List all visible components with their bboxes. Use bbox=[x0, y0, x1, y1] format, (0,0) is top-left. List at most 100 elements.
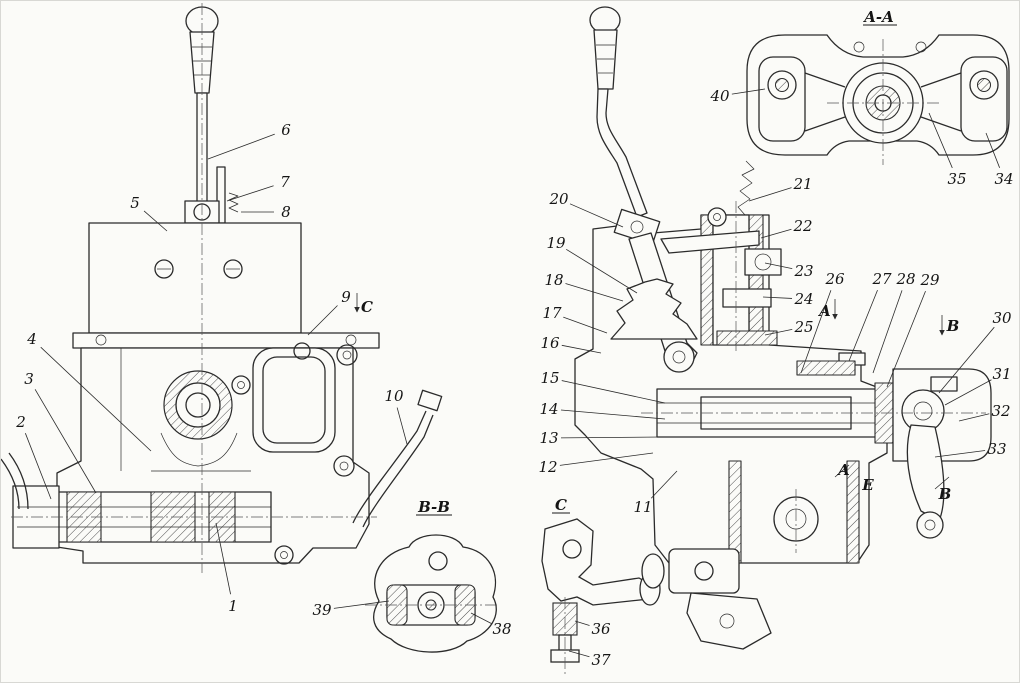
callout-label-8: 8 bbox=[281, 203, 291, 221]
callout-leader-5 bbox=[143, 210, 168, 232]
callout-label-32: 32 bbox=[991, 402, 1010, 420]
callout-leader-14 bbox=[560, 409, 666, 420]
callout-leader-15 bbox=[561, 380, 666, 404]
callout-leader-31 bbox=[944, 379, 992, 406]
callout-label-11: 11 bbox=[633, 498, 652, 516]
callout-leader-16 bbox=[561, 344, 602, 354]
gasket bbox=[716, 330, 778, 346]
callout-label-29: 29 bbox=[919, 271, 940, 289]
callout-label-3: 3 bbox=[24, 370, 34, 388]
side-bolt bbox=[744, 248, 782, 276]
rubber-boot bbox=[610, 278, 698, 340]
section-c-view bbox=[541, 512, 661, 675]
callout-label-9: 9 bbox=[341, 288, 351, 306]
drop-arm bbox=[906, 424, 945, 522]
callout-leader-18 bbox=[565, 283, 624, 302]
callout-leader-24 bbox=[762, 296, 793, 299]
callout-leader-19 bbox=[566, 248, 638, 294]
callout-label-2: 2 bbox=[15, 413, 26, 431]
callout-label-33: 33 bbox=[987, 440, 1006, 458]
section-aa-view bbox=[746, 24, 1010, 165]
cover-bolt bbox=[154, 259, 174, 279]
lower-linkage bbox=[641, 548, 772, 650]
callout-leader-2 bbox=[24, 433, 52, 500]
callout-label-39: 39 bbox=[312, 601, 332, 619]
callout-leader-36 bbox=[574, 620, 590, 626]
lever-knob bbox=[589, 6, 621, 34]
section-label-bb: B-B bbox=[417, 498, 450, 516]
callout-leader-22 bbox=[760, 228, 792, 239]
callout-label-17: 17 bbox=[542, 304, 562, 322]
callout-label-18: 18 bbox=[544, 271, 563, 289]
callout-leader-17 bbox=[563, 316, 608, 334]
callout-leader-25 bbox=[764, 329, 793, 336]
callout-label-16: 16 bbox=[540, 334, 560, 352]
section-a-tick bbox=[834, 464, 850, 478]
callout-label-12: 12 bbox=[538, 458, 557, 476]
tube-fitting bbox=[417, 389, 443, 412]
arm-pivot bbox=[707, 207, 727, 227]
arm-eye bbox=[916, 511, 944, 539]
callout-leader-28 bbox=[872, 290, 903, 374]
callout-label-26: 26 bbox=[824, 270, 845, 288]
left-pipe bbox=[1, 452, 29, 510]
callout-leader-40 bbox=[731, 88, 766, 95]
return-spring bbox=[737, 160, 755, 216]
callout-label-7: 7 bbox=[280, 173, 290, 191]
lever-grip bbox=[593, 29, 618, 90]
callout-label-28: 28 bbox=[895, 270, 915, 288]
callout-leader-10 bbox=[396, 407, 408, 445]
callout-leader-11 bbox=[650, 470, 678, 499]
spacer-plate bbox=[722, 288, 772, 308]
section-label-b-cut-bottom: B bbox=[938, 485, 952, 503]
section-label-b-cut-top: B bbox=[946, 317, 960, 335]
callout-label-24: 24 bbox=[793, 290, 813, 308]
section-label-e-label: E bbox=[861, 476, 874, 494]
callout-label-36: 36 bbox=[591, 620, 611, 638]
section-bb-view bbox=[365, 514, 499, 653]
callout-leader-3 bbox=[34, 389, 97, 494]
callout-label-22: 22 bbox=[792, 217, 812, 235]
callout-leader-35 bbox=[928, 112, 953, 169]
lever-bent-rod bbox=[596, 88, 648, 218]
oil-tube bbox=[352, 389, 443, 528]
callout-label-25: 25 bbox=[793, 318, 813, 336]
callout-leader-21 bbox=[748, 187, 792, 202]
retaining-spring bbox=[228, 192, 239, 213]
drop-arm-assembly bbox=[892, 368, 992, 539]
callout-label-23: 23 bbox=[793, 262, 813, 280]
callout-label-37: 37 bbox=[591, 651, 611, 669]
section-label-aa: A-A bbox=[862, 8, 894, 26]
callout-leader-39 bbox=[333, 600, 390, 609]
callout-leader-29 bbox=[886, 290, 926, 388]
callout-label-14: 14 bbox=[539, 400, 558, 418]
callout-leader-32 bbox=[958, 413, 990, 422]
housing-bolt bbox=[293, 342, 311, 360]
section-label-c-arrow: C bbox=[361, 298, 373, 316]
housing-bolt bbox=[274, 545, 294, 565]
link-bracket bbox=[668, 548, 740, 594]
section-label-a-cut-bottom: A bbox=[836, 461, 850, 479]
callout-leader-20 bbox=[569, 203, 624, 228]
callout-label-35: 35 bbox=[947, 170, 966, 188]
callout-label-38: 38 bbox=[492, 620, 511, 638]
section-label-c-view: C bbox=[555, 496, 567, 514]
callout-label-30: 30 bbox=[992, 309, 1012, 327]
callout-label-20: 20 bbox=[548, 190, 569, 208]
callout-leader-27 bbox=[848, 289, 878, 362]
lower-chamber bbox=[728, 460, 860, 564]
housing-bolt bbox=[231, 375, 251, 395]
front-section-view bbox=[1, 3, 443, 573]
callout-leader-13 bbox=[560, 436, 662, 439]
callout-label-19: 19 bbox=[546, 234, 566, 252]
bracket-bolt bbox=[930, 376, 958, 392]
callouts-layer: 1234567891011121314151617181920212223242… bbox=[15, 8, 1013, 669]
callout-label-34: 34 bbox=[994, 170, 1013, 188]
side-gear-lever bbox=[589, 6, 648, 218]
callout-label-4: 4 bbox=[26, 330, 37, 348]
side-section-view bbox=[574, 6, 992, 650]
callout-leader-7 bbox=[226, 185, 274, 202]
housing-bolt bbox=[336, 344, 358, 366]
